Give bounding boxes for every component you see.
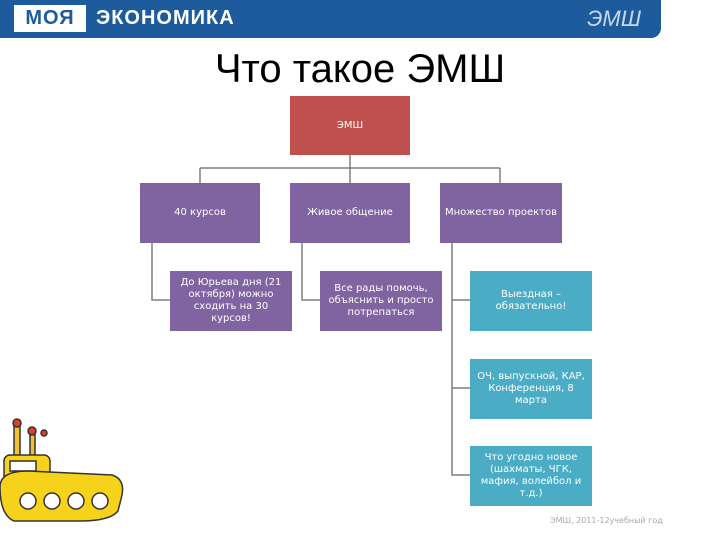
node-branch-communication: Живое общение (290, 183, 410, 243)
node-leaf-communication: Все рады помочь, объяснить и просто потр… (320, 271, 442, 331)
node-branch-courses: 40 курсов (140, 183, 260, 243)
header-bar: МОЯ ЭКОНОМИКА ЭМШ (0, 0, 661, 38)
logo-economika: ЭКОНОМИКА (96, 7, 235, 29)
logo-emsh: ЭМШ (587, 6, 641, 31)
connector-leaf-1 (151, 243, 170, 301)
node-leaf-events: ОЧ, выпускной, КАР, Конференция, 8 марта (470, 359, 592, 419)
node-root: ЭМШ (290, 96, 410, 155)
connector-leaf-2 (301, 243, 320, 301)
node-leaf-trip: Выездная – обязательно! (470, 271, 592, 331)
footer-text: ЭМШ, 2011-12учебный год (550, 516, 663, 525)
node-leaf-courses: До Юрьева дня (21 октября) можно сходить… (170, 271, 292, 331)
slide-title: Что такое ЭМШ (214, 47, 506, 91)
node-leaf-new: Что угодно новое (шахматы, ЧГК, мафия, в… (470, 446, 592, 506)
yellow-submarine-illustration (0, 418, 124, 522)
logo-moya: МОЯ (14, 5, 86, 32)
node-branch-projects: Множество проектов (440, 183, 562, 243)
connector-leaf-3-trunk (451, 243, 470, 476)
